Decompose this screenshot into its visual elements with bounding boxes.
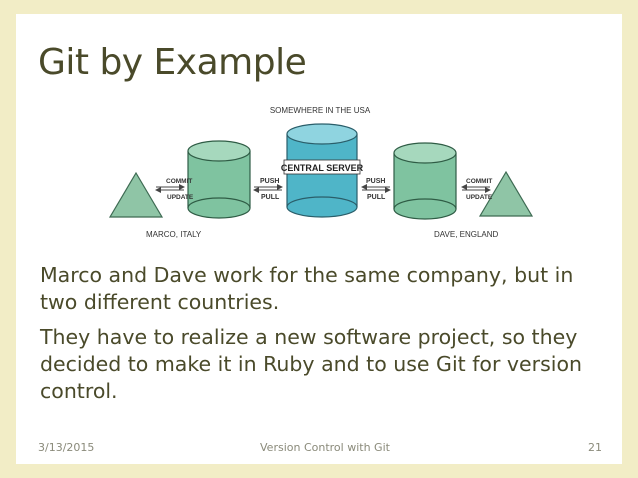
left-pull-label: PULL (261, 194, 280, 201)
right-update-label: UPDATE (466, 194, 493, 201)
left-commit-label: COMMIT (166, 178, 192, 185)
git-workflow-diagram: SOMEWHERE IN THE USA CENTRAL SERVER (108, 106, 534, 239)
right-push-label: PUSH (366, 178, 385, 185)
top-location-label: SOMEWHERE IN THE USA (270, 106, 371, 115)
footer-title: Version Control with Git (260, 441, 390, 454)
left-update-label: UPDATE (167, 194, 194, 201)
footer-page-number: 21 (588, 441, 602, 454)
marco-repository (187, 140, 251, 219)
paragraph-1: Marco and Dave work for the same company… (40, 263, 574, 314)
marco-location-label: MARCO, ITALY (146, 230, 202, 239)
slide-body: Marco and Dave work for the same company… (40, 262, 610, 413)
right-pull-label: PULL (367, 194, 386, 201)
right-commit-label: COMMIT (466, 178, 492, 185)
dave-location-label: DAVE, ENGLAND (434, 230, 499, 239)
paragraph-2: They have to realize a new software proj… (40, 325, 582, 403)
slide: Git by Example SOMEWHERE IN THE USA (16, 14, 622, 464)
marco-working-copy (108, 171, 164, 218)
left-push-label: PUSH (260, 178, 279, 185)
server-label-box (283, 159, 361, 175)
footer-date: 3/13/2015 (38, 441, 95, 454)
server-label: CENTRAL SERVER (281, 163, 364, 173)
dave-working-copy (478, 170, 534, 217)
slide-title: Git by Example (38, 42, 307, 83)
dave-repository (393, 142, 457, 220)
